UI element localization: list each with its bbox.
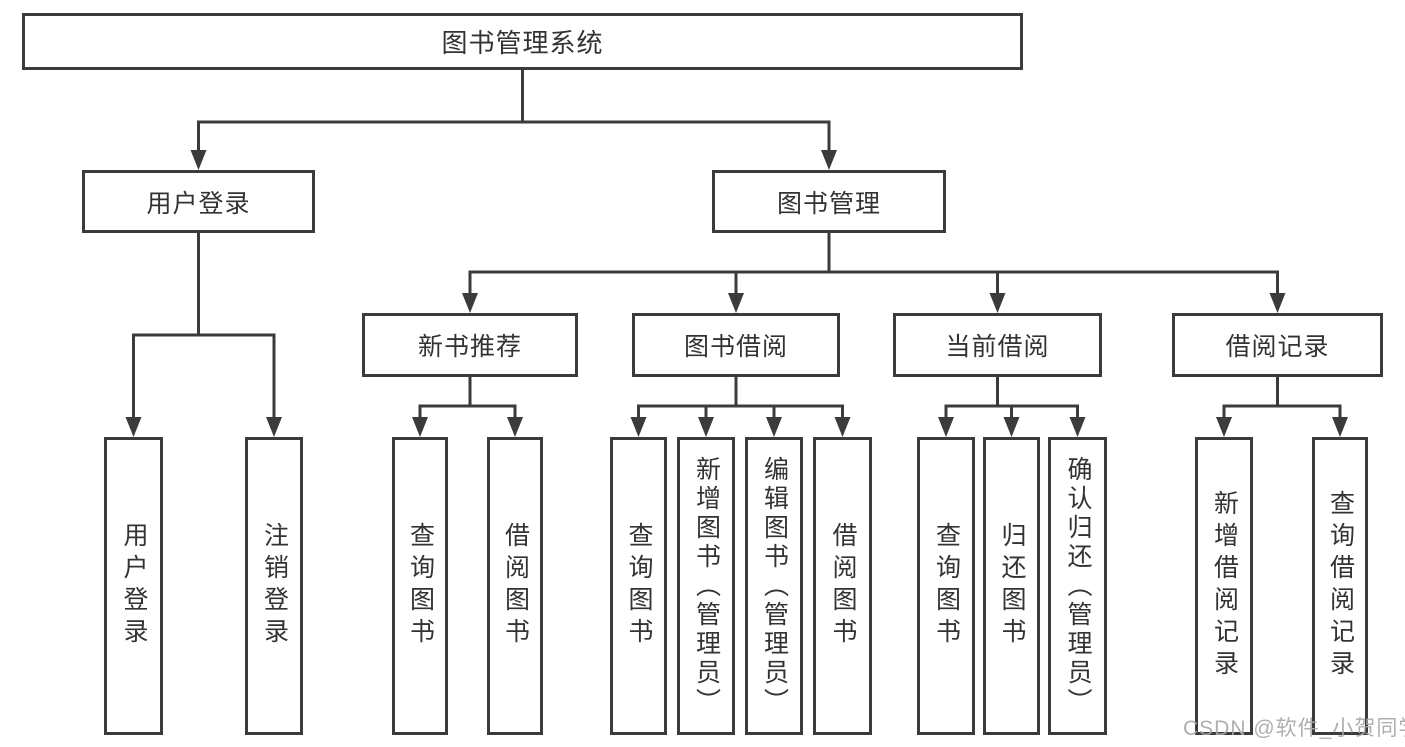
arrowhead <box>989 293 1006 313</box>
leaf-label: 归还图书 <box>998 522 1026 650</box>
arrowhead <box>190 150 207 170</box>
arrowhead <box>1269 293 1286 313</box>
arrowhead <box>834 417 851 437</box>
leaf-label: 新增图书（管理员） <box>692 455 721 717</box>
leaf-borrow-books: 借阅图书 <box>813 437 872 735</box>
node-label: 图书管理系统 <box>441 28 604 58</box>
node-label: 图书借阅 <box>683 333 788 361</box>
node-label: 新书推荐 <box>417 333 522 361</box>
arrowhead <box>821 150 837 170</box>
leaf-label: 查询图书 <box>932 522 961 650</box>
node-label: 图书管理 <box>776 189 881 218</box>
arrowhead <box>938 417 954 437</box>
watermark: CSDN @软件_小贺同学 <box>1183 717 1405 740</box>
leaf-label: 用户登录 <box>120 522 148 650</box>
node-library-management-system: 图书管理系统 <box>22 13 1023 70</box>
node-current-borrowing: 当前借阅 <box>893 313 1102 377</box>
node-label: 当前借阅 <box>945 333 1050 361</box>
node-book-borrowing: 图书借阅 <box>632 313 840 377</box>
leaf-label: 编辑图书（管理员） <box>760 455 789 717</box>
leaf-query-books: 查询图书 <box>392 437 448 735</box>
leaf-borrow-books: 借阅图书 <box>487 437 543 735</box>
node-label: 用户登录 <box>146 189 251 218</box>
leaf-label: 确认归还（管理员） <box>1064 455 1092 717</box>
node-borrowing-records: 借阅记录 <box>1172 313 1383 377</box>
arrowhead <box>1216 417 1232 437</box>
leaf-query-books: 查询图书 <box>610 437 667 735</box>
node-book-management: 图书管理 <box>712 170 946 233</box>
connector-line <box>197 70 831 153</box>
leaf-logout: 注销登录 <box>245 437 303 735</box>
leaf-label: 查询借阅记录 <box>1326 490 1355 682</box>
leaf-label: 注销登录 <box>260 522 289 650</box>
leaf-label: 借阅图书 <box>501 522 530 650</box>
leaf-query-borrow-record: 查询借阅记录 <box>1312 437 1368 735</box>
leaf-user-login: 用户登录 <box>104 437 163 735</box>
arrowhead <box>766 417 782 437</box>
connector-line <box>944 377 1079 420</box>
connector-line <box>132 233 276 420</box>
connector-line <box>637 377 844 420</box>
arrowhead <box>507 417 523 437</box>
arrowhead <box>125 417 142 437</box>
arrowhead <box>630 417 647 437</box>
connector-book-borrow-to-leaves <box>630 377 851 437</box>
leaf-query-books: 查询图书 <box>917 437 975 735</box>
leaf-edit-books-admin: 编辑图书（管理员） <box>745 437 803 735</box>
leaf-label: 查询图书 <box>625 522 653 650</box>
connector-line <box>1222 377 1342 420</box>
arrowhead <box>266 417 282 437</box>
leaf-label: 借阅图书 <box>829 522 857 650</box>
arrowhead <box>728 293 744 313</box>
leaf-label: 新增借阅记录 <box>1210 490 1239 682</box>
node-user-login: 用户登录 <box>82 170 315 233</box>
connector-root-to-level1 <box>190 70 837 170</box>
arrowhead <box>412 417 428 437</box>
arrowhead <box>1003 417 1020 437</box>
leaf-label: 查询图书 <box>406 522 435 650</box>
leaf-add-books-admin: 新增图书（管理员） <box>677 437 735 735</box>
connector-user-login-to-leaves <box>125 233 282 437</box>
connector-new-book-to-leaves <box>412 377 523 437</box>
node-new-book-recommendation: 新书推荐 <box>362 313 578 377</box>
leaf-add-borrow-record: 新增借阅记录 <box>1195 437 1253 735</box>
arrowhead <box>1069 417 1086 437</box>
leaf-confirm-return-admin: 确认归还（管理员） <box>1048 437 1107 735</box>
connector-line <box>418 377 517 420</box>
connector-book-management-to-level2 <box>462 233 1286 313</box>
arrowhead <box>1332 417 1348 437</box>
connector-borrow-records-to-leaves <box>1216 377 1348 437</box>
node-label: 借阅记录 <box>1225 333 1330 361</box>
leaf-return-books: 归还图书 <box>983 437 1040 735</box>
arrowhead <box>698 417 714 437</box>
arrowhead <box>462 293 478 313</box>
connector-current-borrow-to-leaves <box>938 377 1086 437</box>
connector-line <box>468 233 1279 296</box>
